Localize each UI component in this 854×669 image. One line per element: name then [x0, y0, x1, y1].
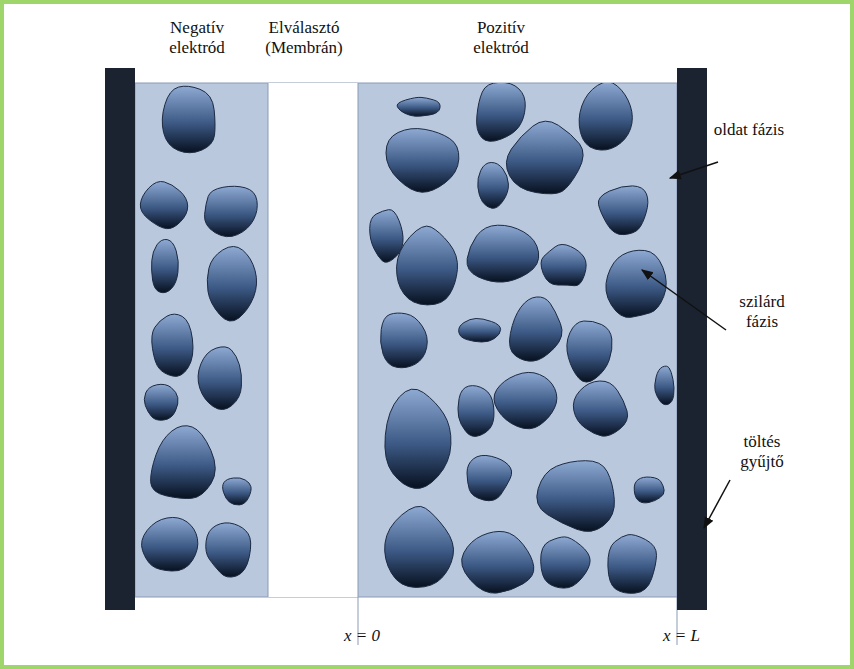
- solid-particle: [608, 535, 657, 594]
- electrolyte-region: [135, 83, 677, 597]
- solid-particle: [152, 239, 179, 292]
- solid-particle: [207, 246, 256, 321]
- solid-particle: [151, 426, 216, 499]
- axis-label: x = L: [663, 626, 700, 646]
- separator-membrane: [268, 83, 358, 597]
- solid-particle: [142, 517, 198, 571]
- region-label: Elválasztó (Membrán): [250, 18, 358, 58]
- solid-particle: [459, 318, 501, 342]
- solid-particle: [477, 83, 526, 141]
- solid-particle: [506, 121, 583, 194]
- solid-particle: [144, 384, 178, 420]
- axis-label: x = 0: [344, 626, 380, 646]
- solid-particle: [205, 186, 258, 236]
- leader-arrow: [642, 270, 726, 330]
- solid-particle: [510, 297, 562, 361]
- positive-particles: [370, 83, 674, 593]
- solid-particle: [152, 314, 193, 376]
- solid-particle: [198, 347, 241, 410]
- solid-particle: [567, 321, 612, 382]
- solid-particle: [162, 86, 215, 153]
- solid-particle: [541, 537, 590, 588]
- solid-particle: [223, 478, 251, 505]
- solid-particle: [370, 210, 403, 263]
- solid-particle: [655, 366, 674, 405]
- current-collector: [677, 68, 707, 610]
- solid-particle: [385, 389, 451, 488]
- x0-line: [358, 83, 359, 645]
- region-label: Pozitív elektród: [452, 18, 550, 58]
- solid-particle: [573, 381, 627, 436]
- solid-particle: [397, 97, 440, 116]
- solid-particle: [397, 226, 458, 305]
- negative-particles: [140, 86, 257, 577]
- solid-particle: [467, 455, 512, 500]
- solid-particle: [537, 461, 615, 532]
- solid-particle: [478, 162, 509, 208]
- leader-arrow: [670, 162, 718, 178]
- callout-label: töltés gyűjtő: [722, 432, 802, 472]
- solid-particle: [634, 477, 664, 503]
- solid-particle: [598, 186, 648, 235]
- solid-particle: [385, 506, 454, 587]
- solid-particle: [467, 225, 539, 282]
- current-collector: [105, 68, 135, 610]
- region-label: Negatív elektród: [148, 18, 246, 58]
- solid-particle: [579, 83, 632, 150]
- solid-particle: [458, 386, 494, 437]
- solid-particle: [494, 372, 557, 428]
- callout-label: szilárd fázis: [722, 292, 802, 332]
- solid-particle: [541, 244, 586, 285]
- solid-particle: [606, 250, 666, 317]
- solid-particle: [462, 531, 534, 593]
- solid-particle: [381, 313, 428, 368]
- leader-arrow: [704, 480, 730, 528]
- callout-label: oldat fázis: [712, 120, 786, 140]
- solid-particle: [206, 523, 251, 577]
- solid-particle: [386, 129, 459, 193]
- solid-particle: [140, 182, 187, 229]
